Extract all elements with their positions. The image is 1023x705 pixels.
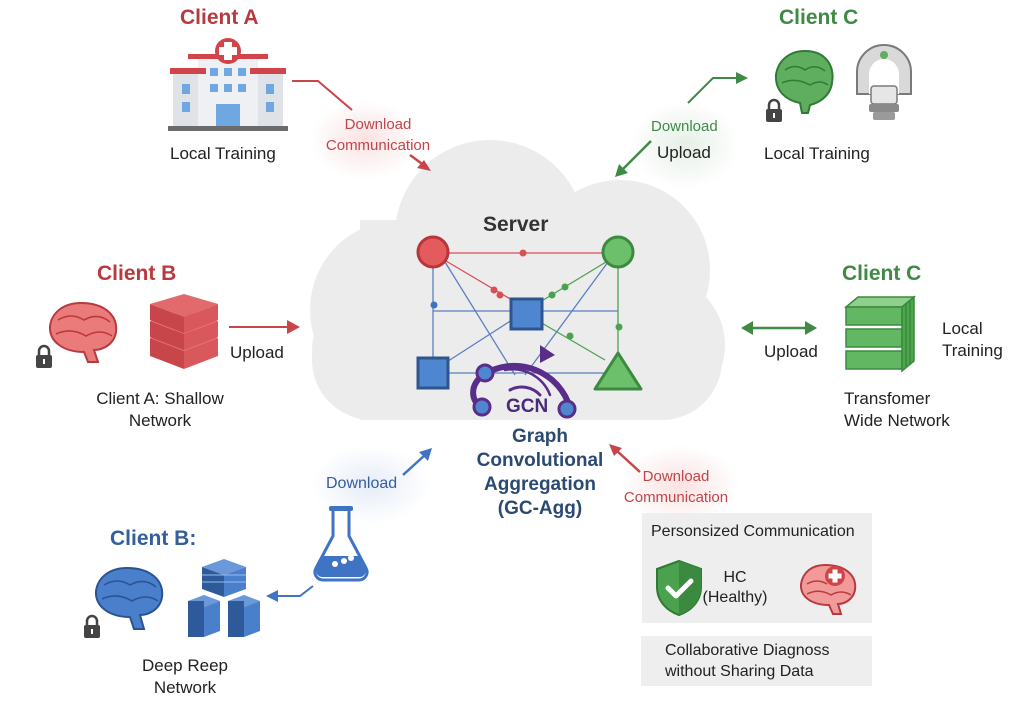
edge-dot bbox=[561, 283, 569, 291]
glow-red-bottom bbox=[620, 445, 740, 525]
server-title: Server bbox=[483, 213, 549, 236]
lock-icon bbox=[36, 344, 52, 368]
client-b-left-link-label: Upload bbox=[230, 343, 284, 362]
client-c-top-link-label-upload: Upload bbox=[657, 143, 711, 162]
status-line: HC bbox=[723, 569, 747, 586]
mri-scanner-icon bbox=[856, 44, 912, 120]
edge-dot bbox=[496, 291, 504, 299]
edge-dot bbox=[548, 291, 556, 299]
client-c-right-link-label: Upload bbox=[764, 342, 818, 361]
client-b-left-title: Client B bbox=[97, 262, 177, 285]
shield-check-icon bbox=[656, 559, 702, 617]
edge-dot bbox=[430, 301, 438, 309]
client-c-right-caption: Transfomer Wide Network bbox=[844, 388, 950, 432]
gcn-cycle-icon bbox=[470, 345, 573, 411]
caption-line: Client A: Shallow bbox=[96, 389, 224, 408]
hc-status-label: HC (Healthy) bbox=[700, 568, 770, 608]
caption-line: Deep Reep bbox=[141, 656, 228, 675]
graph-edge bbox=[524, 261, 609, 376]
edge-dot bbox=[519, 249, 527, 257]
aggregation-line: Graph bbox=[512, 426, 568, 447]
collaborative-diagnosis-text: Collaborative Diagnoss without Sharing D… bbox=[665, 640, 830, 682]
glow-red bbox=[310, 100, 420, 180]
glow-blue bbox=[310, 445, 430, 525]
graph-edge bbox=[441, 317, 516, 366]
green-node-circle-icon bbox=[601, 235, 635, 269]
client-c-right-title: Client C bbox=[842, 262, 922, 285]
brain-icon bbox=[94, 566, 164, 630]
hospital-icon bbox=[168, 38, 288, 131]
link-line: Download bbox=[344, 116, 412, 133]
red-node-circle-icon bbox=[416, 235, 450, 269]
blue-node-square-icon bbox=[509, 297, 544, 331]
graph-edge bbox=[444, 261, 516, 376]
edge-dot bbox=[615, 323, 623, 331]
side-line: Local bbox=[942, 319, 983, 338]
client-b-bottom-title: Client B: bbox=[110, 527, 197, 550]
graph-edge bbox=[539, 321, 606, 361]
transformer-block-icon bbox=[843, 295, 917, 373]
caption-line: Transfomer bbox=[844, 389, 931, 408]
aggregation-label: Graph Convolutional Aggregation (GC-Agg) bbox=[470, 425, 610, 521]
client-c-right-side-label: Local Training bbox=[942, 318, 1003, 362]
lock-icon bbox=[84, 614, 100, 638]
blue-node-square-icon bbox=[416, 356, 450, 390]
gcn-node bbox=[472, 397, 492, 417]
aggregation-line: Aggregation bbox=[484, 474, 596, 495]
server-cluster-icon bbox=[188, 559, 260, 637]
caption-line: Wide Network bbox=[844, 411, 950, 430]
client-c-top-title: Client C bbox=[779, 6, 859, 29]
gcn-node bbox=[557, 399, 577, 419]
green-node-triangle-icon bbox=[593, 351, 643, 391]
edge-dot bbox=[490, 286, 498, 294]
client-a-link-label: Download Communication bbox=[318, 114, 438, 156]
aggregation-line: (GC-Agg) bbox=[497, 498, 583, 519]
link-line: Communication bbox=[623, 489, 729, 506]
gcn-label: GCN bbox=[506, 396, 549, 417]
client-b-bottom-caption: Deep Reep Network bbox=[120, 655, 250, 699]
gcn-node bbox=[475, 363, 495, 383]
flask-icon bbox=[313, 506, 369, 582]
client-c-top-link-label-download: Download bbox=[651, 118, 718, 135]
lock-icon bbox=[766, 98, 782, 122]
collab-line: Collaborative Diagnoss bbox=[665, 642, 830, 659]
caption-line: Network bbox=[153, 678, 217, 697]
edge-dot bbox=[566, 332, 574, 340]
brain-icon bbox=[48, 301, 118, 363]
brain-medical-icon bbox=[799, 563, 857, 615]
brain-icon bbox=[774, 49, 834, 114]
collab-line: without Sharing Data bbox=[665, 663, 814, 680]
server-stack-icon bbox=[150, 294, 218, 369]
bottom-right-link-label: Download Communication bbox=[616, 466, 736, 508]
client-b-bottom-link-label: Download bbox=[326, 475, 398, 492]
personalized-box-title: Personsized Communication bbox=[651, 523, 855, 540]
client-b-left-caption: Client A: Shallow Network bbox=[70, 388, 250, 432]
client-a-title: Client A bbox=[180, 6, 259, 29]
client-a-caption: Local Training bbox=[170, 144, 276, 163]
collaborative-diagnosis-box bbox=[641, 636, 872, 686]
link-line: Download bbox=[642, 468, 710, 485]
side-line: Training bbox=[942, 341, 1003, 360]
status-line: (Healthy) bbox=[702, 589, 768, 606]
client-c-top-caption: Local Training bbox=[764, 144, 870, 163]
caption-line: Network bbox=[128, 411, 192, 430]
aggregation-line: Convolutional bbox=[476, 450, 604, 471]
link-line: Communication bbox=[325, 137, 431, 154]
